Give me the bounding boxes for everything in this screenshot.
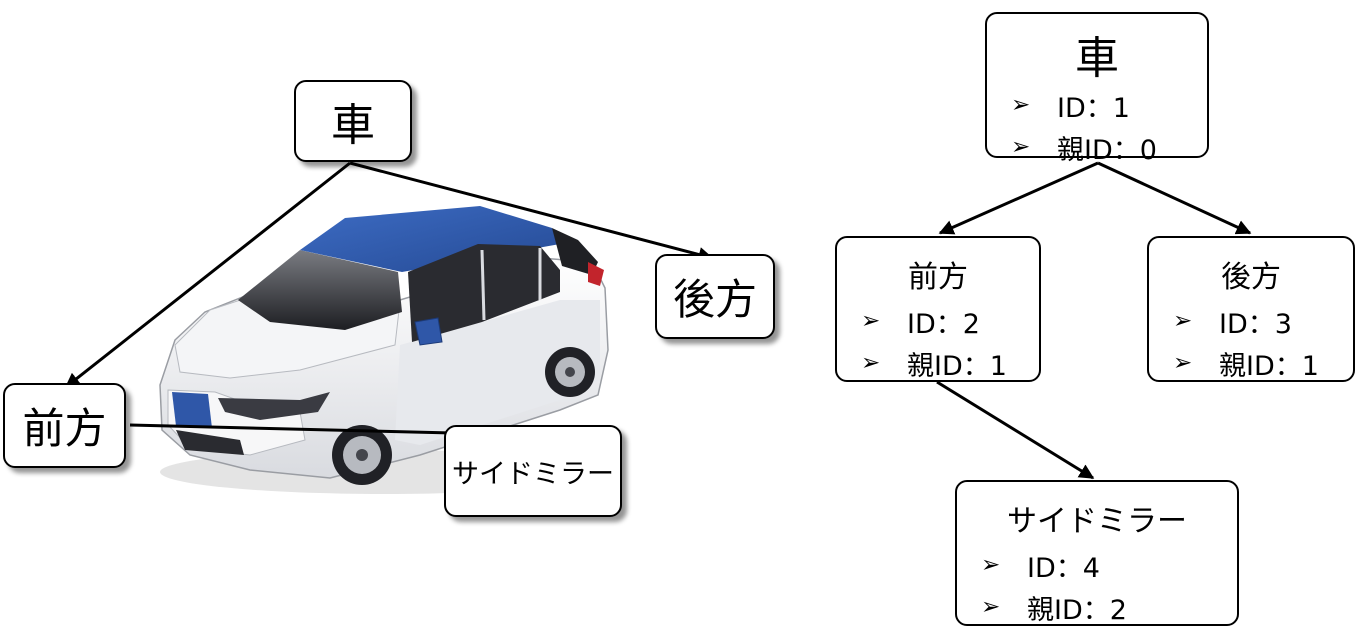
arrow-car-to-front (64, 161, 351, 389)
tree-node-front-item-parent: ➢親ID：1 (861, 350, 1007, 382)
tree-node-side-mirror-item-id: ➢ID：4 (981, 552, 1100, 584)
label-car-text: 車 (331, 100, 375, 151)
arrow-car-to-rear (349, 161, 714, 262)
tree-node-rear-title: 後方 (1221, 260, 1281, 295)
tree-node-front: 前方 ➢ID：2 ➢親ID：1 (835, 236, 1041, 382)
tree-node-car-title: 車 (1075, 33, 1119, 84)
tree-node-car: 車 ➢ID：1 ➢親ID：0 (985, 12, 1209, 166)
car-illustration (159, 206, 610, 494)
bullet-icon: ➢ (861, 350, 881, 376)
tree-node-rear-item-id: ➢ID：3 (1173, 308, 1292, 340)
bullet-icon: ➢ (1173, 350, 1193, 376)
label-car: 車 (294, 80, 412, 162)
label-rear: 後方 (655, 254, 775, 339)
tree-node-rear-item-parent: ➢親ID：1 (1173, 350, 1319, 382)
bullet-icon: ➢ (861, 308, 881, 334)
tree-node-front-item-id: ➢ID：2 (861, 308, 980, 340)
label-front: 前方 (3, 383, 126, 468)
bullet-icon: ➢ (981, 594, 1001, 620)
tree-node-rear: 後方 ➢ID：3 ➢親ID：1 (1147, 236, 1355, 382)
label-front-text: 前方 (22, 404, 107, 453)
tree-node-front-title: 前方 (908, 260, 968, 295)
tree-node-side-mirror-item-parent: ➢親ID：2 (981, 594, 1127, 626)
tree-connector-lines (936, 161, 1252, 480)
arrow-tree-car-to-rear (1097, 161, 1252, 235)
bullet-icon: ➢ (1173, 308, 1193, 334)
tree-node-side-mirror-title: サイドミラー (1007, 504, 1187, 539)
tree-node-car-item-id: ➢ID：1 (1011, 92, 1130, 124)
bullet-icon: ➢ (1011, 92, 1031, 118)
arrow-tree-front-to-mirror (936, 380, 1095, 480)
bullet-icon: ➢ (981, 552, 1001, 578)
label-side-mirror-text: サイドミラー (452, 458, 614, 490)
tree-node-side-mirror: サイドミラー ➢ID：4 ➢親ID：2 (955, 480, 1239, 626)
label-rear-text: 後方 (672, 275, 757, 324)
bullet-icon: ➢ (1011, 134, 1031, 160)
arrow-tree-car-to-front (938, 161, 1099, 235)
tree-node-car-item-parent: ➢親ID：0 (1011, 134, 1157, 166)
label-side-mirror: サイドミラー (444, 425, 622, 517)
